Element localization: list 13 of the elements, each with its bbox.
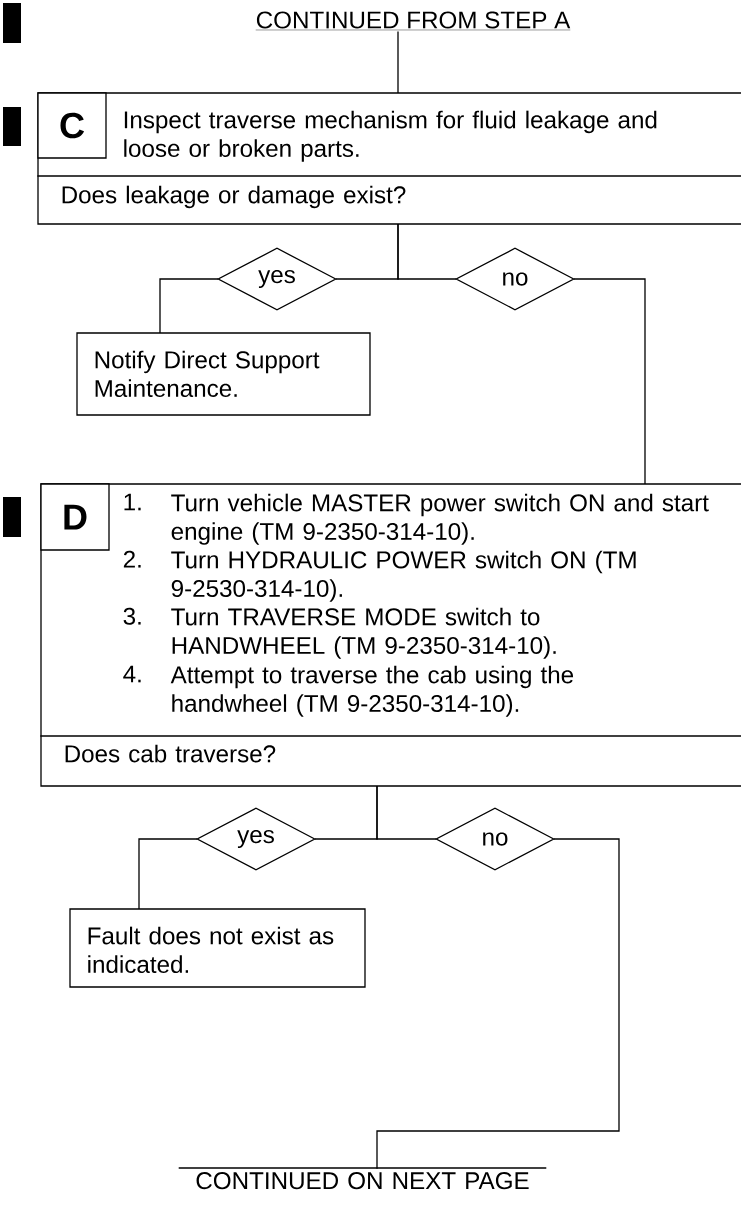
action-box: Fault does not exist as indicated. [69, 908, 366, 988]
continuation-footer: CONTINUED ON NEXT PAGE [178, 1167, 547, 1190]
step-letter-box: C [37, 92, 107, 159]
step-letter-box: D [40, 483, 110, 551]
connector-line [397, 31, 399, 93]
action-box: Notify Direct Support Maintenance. [76, 332, 371, 416]
connector-line [159, 278, 218, 333]
connector-line [138, 838, 197, 909]
connector-line [376, 838, 620, 1169]
continuation-heading: CONTINUED FROM STEP A [255, 11, 571, 31]
connector-line [376, 786, 436, 840]
connector-line [574, 278, 646, 484]
connector-line [397, 224, 456, 280]
